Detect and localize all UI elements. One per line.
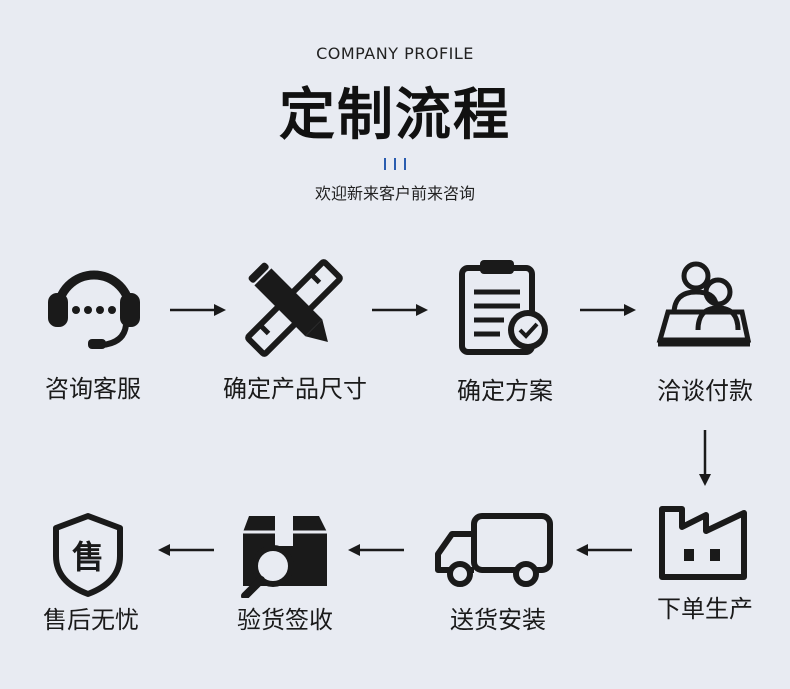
arrow-left-icon [158,544,214,556]
box-inspect-icon [241,516,327,598]
step-consult: 咨询客服 [30,255,160,405]
arrow-right-icon [372,304,428,316]
after-sale-shield-icon: 售 [53,513,123,597]
page-title: 定制流程 [279,83,511,148]
accent-bars [382,158,408,170]
arrow-right-icon [580,304,636,316]
tagline: 欢迎新来客户前来咨询 [314,184,475,203]
step-negotiate-payment: 洽谈付款 [640,258,770,408]
step-label: 下单生产 [657,595,753,623]
arrow-left-icon [576,544,632,556]
step-label: 验货签收 [237,606,333,634]
step-label: 确定产品尺寸 [223,375,367,403]
step-label: 确定方案 [457,377,553,405]
step-delivery-install: 送货安装 [430,512,570,642]
arrow-left-icon [348,544,404,556]
arrow-down-icon [699,430,711,486]
step-label: 售后无忧 [43,606,139,634]
step-confirm-plan: 确定方案 [440,260,570,410]
clipboard-check-icon [459,260,548,355]
factory-icon [659,506,747,580]
step-confirm-size: 确定产品尺寸 [210,258,390,408]
subtitle-en: COMPANY PROFILE [316,44,474,63]
svg-text:售: 售 [72,538,104,576]
pencil-ruler-icon [245,259,343,357]
headset-icon [48,270,140,349]
step-after-sale: 售 售后无忧 [28,512,158,642]
step-label: 咨询客服 [45,375,141,403]
arrow-right-icon [170,304,226,316]
delivery-truck-icon [435,513,553,587]
step-label: 洽谈付款 [657,377,753,405]
step-label: 送货安装 [450,606,546,634]
meeting-people-icon [656,261,752,347]
step-inspect-sign: 验货签收 [215,512,355,642]
step-production: 下单生产 [640,505,770,635]
